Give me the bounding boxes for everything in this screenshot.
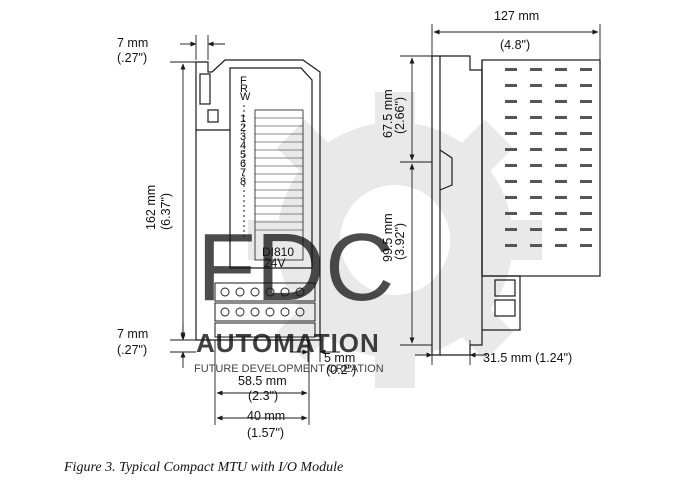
led-label: 1	[240, 113, 246, 125]
led-label: W	[240, 91, 251, 103]
dim-58-5mm: 58.5 mm	[238, 374, 287, 388]
dim-7mm-bottom-inch: (.27")	[117, 343, 147, 357]
dim-40mm: 40 mm	[247, 409, 285, 423]
io-module-outline	[229, 67, 313, 269]
dim-40mm-inch: (1.57")	[247, 426, 284, 440]
led-label: F	[240, 75, 247, 87]
watermark-word: AUTOMATION	[196, 328, 380, 358]
led-label: 7	[240, 167, 246, 179]
dim-58-5mm-inch: (2.3")	[248, 389, 278, 403]
module-name: DI810	[262, 245, 294, 259]
front-dimension-lines	[170, 35, 340, 425]
dim-5mm: 5 mm	[324, 351, 355, 365]
dim-7mm-top-inch: (.27")	[117, 51, 147, 65]
side-vents	[505, 68, 592, 247]
dim-99-5mm: 99.5 mm	[381, 213, 395, 262]
front-view	[195, 59, 321, 341]
side-dimension-lines	[400, 24, 601, 365]
side-dimension-texts: 127 mm (4.8") 67.5 mm (2.66") 99.5 mm (3…	[381, 9, 572, 365]
front-dimension-texts: 7 mm (.27") 162 mm (6.37") 7 mm (.27") 5…	[117, 36, 356, 440]
dim-99-5mm-inch: (3.92")	[393, 223, 407, 260]
dim-127mm: 127 mm	[494, 9, 539, 23]
dim-31-5mm: 31.5 mm (1.24")	[483, 351, 572, 365]
side-view	[431, 55, 601, 356]
led-labels: F R W 1 2 3 4 5 6 7 8	[240, 75, 251, 188]
dim-127mm-inch: (4.8")	[500, 38, 530, 52]
figure-caption: Figure 3. Typical Compact MTU with I/O M…	[64, 460, 344, 475]
dim-7mm-top: 7 mm	[117, 36, 148, 50]
watermark-tagline: FUTURE DEVELOPMENT CREATION	[194, 363, 384, 375]
front-module-outline	[195, 59, 321, 341]
led-label: 4	[240, 140, 246, 152]
dim-162mm: 162 mm	[144, 185, 158, 230]
led-label: 6	[240, 158, 246, 170]
dim-162mm-inch: (6.37")	[159, 193, 173, 230]
led-label: R	[240, 83, 248, 95]
watermark-brand: FDC	[197, 214, 394, 321]
dim-67-5mm-inch: (2.66")	[393, 97, 407, 134]
led-label: 3	[240, 131, 246, 143]
led-label: 8	[240, 176, 246, 188]
module-voltage: 24V	[264, 256, 285, 270]
dim-7mm-bottom: 7 mm	[117, 327, 148, 341]
led-label: 2	[240, 122, 246, 134]
dim-5mm-inch: (0.2")	[326, 363, 356, 377]
label-strip-rules	[255, 117, 303, 231]
dim-67-5mm: 67.5 mm	[381, 89, 395, 138]
watermark: FDC AUTOMATION FUTURE DEVELOPMENT CREATI…	[194, 214, 394, 375]
led-label: 5	[240, 149, 246, 161]
